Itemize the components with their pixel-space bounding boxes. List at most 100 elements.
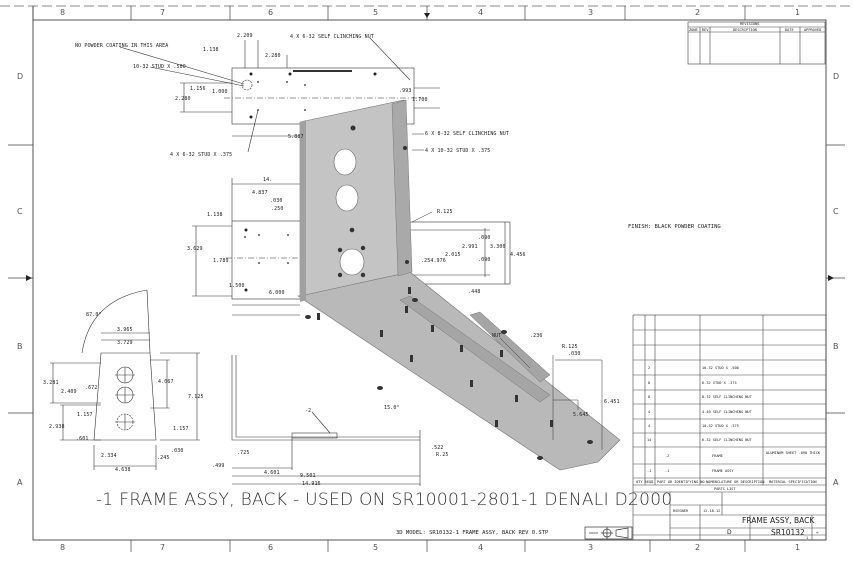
dimension: 2.280 xyxy=(175,96,191,102)
dimension: .993 xyxy=(399,88,412,94)
dimension: .030 xyxy=(270,198,283,204)
callout-stud-500: 10-32 STUD X .500 xyxy=(133,64,186,70)
dimension: 2.938 xyxy=(49,424,65,430)
parts-row-desc: 8-32 SELF CLINCHING NUT xyxy=(702,395,752,399)
zone-col-5-bottom: 5 xyxy=(373,543,379,552)
dimension: 2.280 xyxy=(265,53,281,59)
dimension: 6.451 xyxy=(604,399,620,405)
zone-row-b-right: B xyxy=(833,342,839,351)
parts-row-qty: 8 xyxy=(648,381,651,385)
parts-row-qty: 2 xyxy=(648,366,651,370)
dimension: 4.638 xyxy=(115,467,131,473)
dimension: 1.138 xyxy=(207,212,223,218)
model-note: 3D MODEL: SR10132-1 FRAME ASSY, BACK REV… xyxy=(396,530,549,536)
dimension: .250 xyxy=(271,206,284,212)
zone-row-d: D xyxy=(17,72,24,81)
dimension: 2.334 xyxy=(101,453,117,459)
zone-col-5: 5 xyxy=(373,8,379,17)
dimension: 14.916 xyxy=(302,481,321,487)
dimension: 4.067 xyxy=(158,379,174,385)
zone-col-8-bottom: 8 xyxy=(60,543,66,552)
parts-row-qty: 8 xyxy=(648,395,651,399)
callout-8-32-nut: 6 X 8-32 SELF CLINCHING NUT xyxy=(425,131,509,137)
dimension: 3.729 xyxy=(117,340,133,346)
parts-row-material: ALUMINUM SHEET .090 THICK xyxy=(766,451,821,455)
drawing-title: FRAME ASSY, BACK xyxy=(742,516,815,525)
zone-col-8: 8 xyxy=(60,8,66,17)
callout-clinching-nut-top: 4 X 6-32 SELF CLINCHING NUT xyxy=(290,34,374,40)
drawing-main-title: -1 FRAME ASSY, BACK - USED ON SR10001-28… xyxy=(96,490,673,510)
callout-part-2: -2 xyxy=(305,408,312,414)
parts-row-qty: -1 xyxy=(647,469,652,473)
dimension: 2.209 xyxy=(237,33,253,39)
dimension: 2.409 xyxy=(61,389,77,395)
dimension: 4.601 xyxy=(264,470,280,476)
revision-letter: - xyxy=(816,528,819,537)
zone-col-1: 1 xyxy=(795,8,801,17)
dimension: R.25 xyxy=(436,452,449,458)
dimension: .090 xyxy=(478,235,491,241)
dimension: 5.645 xyxy=(573,412,589,418)
dimension: .236 xyxy=(530,333,543,339)
dimension: 1.156 xyxy=(190,86,206,92)
dimension: .090 xyxy=(478,257,491,263)
parts-row-qty: 4 xyxy=(648,424,651,428)
zone-col-3: 3 xyxy=(588,8,594,17)
zone-col-1-bottom: 1 xyxy=(795,543,801,552)
dimension: .030 xyxy=(171,448,184,454)
parts-list-title: PARTS LIST xyxy=(714,487,736,491)
zone-row-c: C xyxy=(17,207,23,216)
parts-header-part: PART OR IDENTIFYING NO xyxy=(657,480,705,484)
dimension: 1.000 xyxy=(212,89,228,95)
callout-stud-375: 4 X 6-32 STUD X .375 xyxy=(170,152,233,158)
zone-col-7-bottom: 7 xyxy=(160,543,166,552)
dimension: 7.125 xyxy=(188,394,204,400)
parts-row-desc: 6-32 STUD X .375 xyxy=(702,381,737,385)
dimension: .448 xyxy=(468,289,481,295)
zone-col-2: 2 xyxy=(695,8,701,17)
end-view xyxy=(50,289,200,470)
frame-3d-render xyxy=(297,99,621,471)
dimension: 2.991 xyxy=(462,244,478,250)
zone-col-7: 7 xyxy=(160,8,166,17)
dimension: 87.0° xyxy=(86,312,102,318)
parts-row-desc: 10-32 STUD X .375 xyxy=(702,424,739,428)
rev-header-rev: REV xyxy=(702,28,709,32)
finish-note: FINISH: BLACK POWDER COATING xyxy=(628,224,721,230)
drawn-by: RSEGNER xyxy=(673,509,689,513)
revisions-block xyxy=(687,21,826,65)
dimension: .254.976 xyxy=(421,258,446,264)
zone-row-a: A xyxy=(17,478,23,487)
dimension: 4.456 xyxy=(510,252,526,258)
dimension: 1.138 xyxy=(203,47,219,53)
parts-header-qty: QTY REQD xyxy=(636,480,654,484)
dimension: .522 xyxy=(431,445,444,451)
dimension: .245 xyxy=(157,455,170,461)
callout-nut: NUT xyxy=(492,333,502,339)
parts-row-desc: FRAME xyxy=(712,454,723,458)
dimension: 3.965 xyxy=(117,327,133,333)
zone-row-c-right: C xyxy=(833,207,839,216)
parts-row-part: -1 xyxy=(665,469,670,473)
dimension: 1.789 xyxy=(213,258,229,264)
dimension: .672 xyxy=(85,385,98,391)
zone-col-4: 4 xyxy=(478,8,484,17)
parts-row-desc: 6-32 SELF CLINCHING NUT xyxy=(702,438,752,442)
dimension: .725 xyxy=(237,450,250,456)
zone-col-3-bottom: 3 xyxy=(588,543,594,552)
parts-header-desc: NOMENCLATURE OR DESCRIPTION xyxy=(706,480,765,484)
parts-row-part: -2 xyxy=(665,454,670,458)
dimension: 14. xyxy=(263,177,273,183)
zone-col-2-bottom: 2 xyxy=(695,543,701,552)
rev-header-approved: APPROVED xyxy=(804,28,822,32)
dimension: 1.157 xyxy=(77,412,93,418)
dimension: 6.000 xyxy=(269,290,285,296)
projection-symbol xyxy=(584,526,633,540)
dimension: 3.300 xyxy=(490,244,506,250)
dimension: R.125 xyxy=(437,209,453,215)
sheet-number: 1 xyxy=(806,536,809,540)
dimension: 15.0° xyxy=(384,405,400,411)
dimension: 4.837 xyxy=(252,190,268,196)
side-view xyxy=(231,355,421,486)
